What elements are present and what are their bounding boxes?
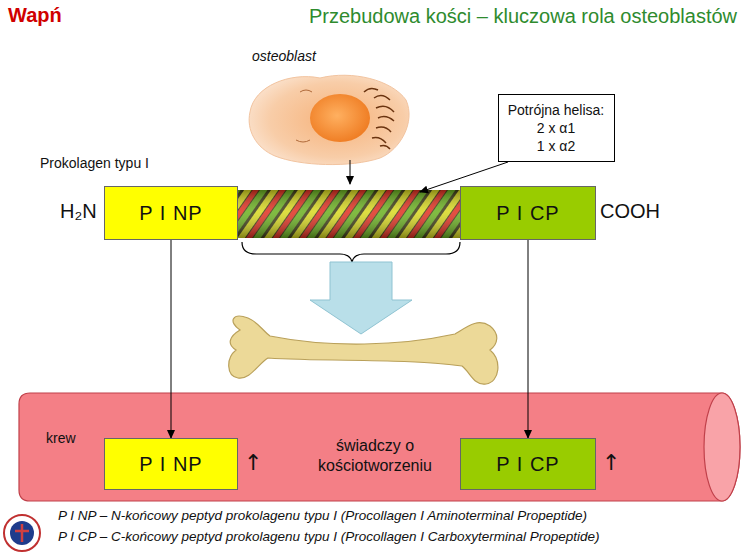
node-label: P I CP [496, 453, 559, 476]
section-label: Wapń [8, 4, 62, 27]
osteoblast-cell [249, 75, 409, 164]
node-label: krew [46, 430, 76, 446]
node-label: Potrójna helisa: [508, 101, 605, 119]
terminus-label: H₂N [60, 200, 97, 223]
brace [242, 242, 460, 262]
callout-box: Potrójna helisa:2 x α11 x α2 [498, 94, 615, 162]
bone-illustration [229, 316, 498, 384]
node-body: 1 x α2 [537, 137, 575, 155]
university-logo [4, 515, 40, 551]
increase-arrow: ↑ [244, 450, 262, 475]
node-label: P I NP [139, 202, 202, 225]
propeptide-box: P I NP [104, 186, 238, 240]
cell-label: osteoblast [252, 48, 316, 64]
blood-vessel-band: krew świadczy o kościotworzeniu P I NP P I … [18, 392, 742, 502]
footnote: P I NP – N-końcowy peptyd prokolagenu ty… [58, 508, 587, 523]
node-body: 2 x α1 [537, 119, 575, 137]
molecule-label: Prokolagen typu I [40, 155, 149, 171]
propeptide-box: P I NP [104, 438, 238, 490]
propeptide-box: P I CP [460, 186, 596, 240]
node-label: P I CP [496, 202, 559, 225]
big-arrow [310, 262, 412, 334]
propeptide-box: P I CP [460, 438, 596, 490]
connector-arrow [528, 240, 529, 438]
leader-arrow [350, 160, 351, 184]
footnote: P I CP – C-końcowy peptyd prokolagenu ty… [58, 529, 600, 544]
connector-arrow [171, 240, 172, 438]
node-body: świadczy o kościotworzeniu [290, 436, 460, 476]
heading-title: Przebudowa kości – kluczowa rola osteobl… [309, 5, 737, 28]
triple-helix [238, 190, 460, 238]
node-label: P I NP [139, 453, 202, 476]
terminus-label: COOH [600, 200, 660, 223]
increase-arrow: ↑ [602, 450, 620, 475]
